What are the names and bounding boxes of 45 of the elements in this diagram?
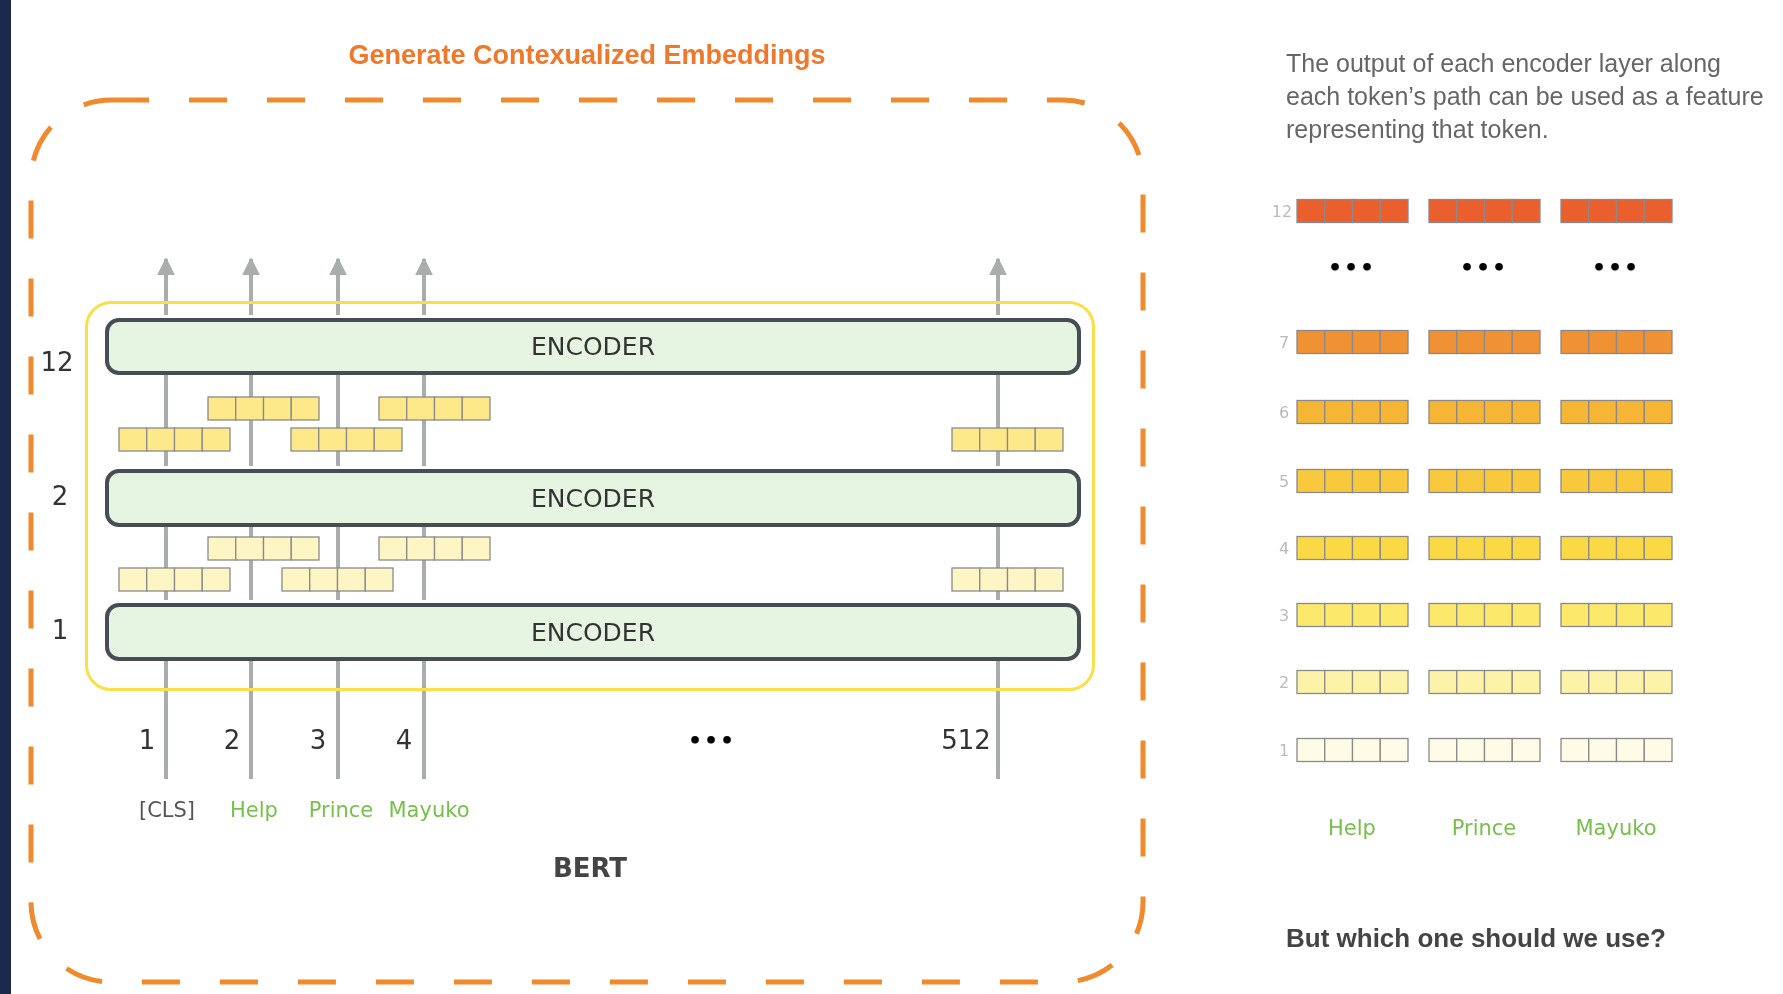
arrow [989,257,1007,315]
encoder-stack-outline [85,301,1095,691]
position-number: 3 [309,725,327,755]
frame-title: Generate Contexualized Embeddings [348,40,826,71]
token-label: Prince [1451,816,1517,840]
layer-number: 12 [40,347,74,377]
ellipsis: ••• [1459,254,1509,280]
layer-number: 1 [1278,740,1290,760]
token-label: Help [1328,816,1376,840]
layer-number: 4 [1278,538,1290,558]
token-label: Prince [308,798,374,822]
layer-number: 1 [51,615,69,645]
layer-number: 3 [1278,605,1290,625]
layer-number: 6 [1278,402,1290,422]
question-text: But which one should we use? [1286,923,1666,954]
token-label: [CLS] [138,798,196,822]
position-number: 512 [941,725,991,755]
arrow [157,257,175,315]
connector-line [996,658,1000,779]
connector-line [249,658,253,779]
position-number: 4 [395,725,413,755]
layer-number: 5 [1278,471,1290,491]
position-number: 2 [223,725,241,755]
layer-number: 2 [1278,672,1290,692]
ellipsis: ••• [687,727,737,753]
connector-line [164,658,168,779]
position-number: 1 [138,725,156,755]
layer-number: 12 [1271,201,1293,221]
description-paragraph: The output of each encoder layer along each token’s path can be used as a feature representing that token. [1286,48,1765,145]
arrow [329,257,347,315]
connector-line [422,658,426,779]
arrow [242,257,260,315]
ellipsis: ••• [1591,254,1641,280]
token-label: Mayuko [1575,816,1657,840]
encoder-block: ENCODER [105,469,1081,527]
layer-number: 7 [1278,332,1290,352]
token-label: Help [230,798,278,822]
token-label: Mayuko [388,798,470,822]
model-name: BERT [552,853,628,883]
encoder-block: ENCODER [105,603,1081,661]
arrow [415,257,433,315]
connector-line [336,658,340,779]
encoder-block: ENCODER [105,318,1081,375]
ellipsis: ••• [1327,254,1377,280]
layer-number: 2 [51,481,69,511]
